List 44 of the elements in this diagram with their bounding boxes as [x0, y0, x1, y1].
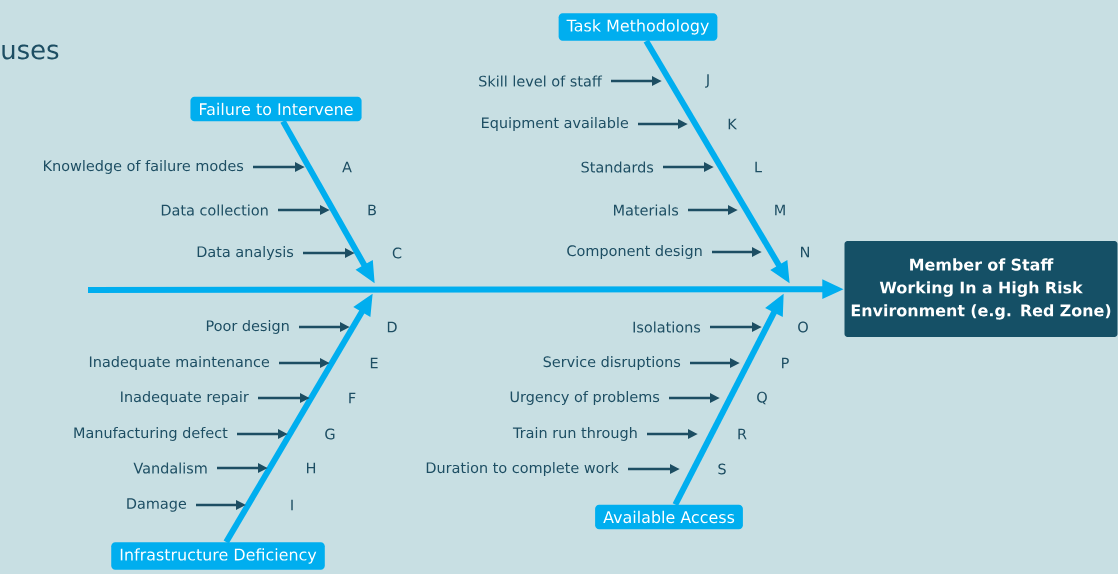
cause-label: Damage: [127, 498, 187, 512]
letter-label: A: [342, 161, 352, 173]
cause-label: Poor design: [206, 320, 289, 334]
letter-label: O: [798, 321, 808, 333]
cause-label: Data collection: [161, 204, 268, 216]
letter-label: S: [718, 463, 726, 475]
category-box: Failure to Intervene: [190, 96, 362, 122]
letter-label: D: [387, 321, 397, 333]
cause-label: Inadequate repair: [121, 391, 249, 405]
letter-label: G: [325, 428, 335, 440]
letter-label: I: [291, 499, 293, 511]
cause-label: Equipment available: [482, 117, 629, 131]
cause-label: Vandalism: [133, 462, 207, 474]
cause-label: Manufacturing defect: [74, 427, 228, 441]
letter-label: C: [392, 247, 402, 259]
letter-label: E: [370, 357, 378, 369]
cause-label: Isolations: [633, 321, 701, 333]
letter-label: Q: [757, 391, 767, 405]
letter-label: K: [728, 118, 738, 130]
cause-label: Knowledge of failure modes: [44, 160, 244, 174]
cause-label: Train run through: [512, 427, 637, 441]
cause-label: Data analysis: [197, 246, 294, 260]
letter-label: R: [738, 428, 747, 440]
cause-label: Duration to complete work: [426, 462, 619, 476]
letter-label: M: [775, 204, 785, 216]
effect-box: Member of Staff Working In a High Risk Environment (e.g. Red Zone): [844, 241, 1118, 337]
cause-label: Component design: [567, 245, 702, 259]
cause-label: Inadequate maintenance: [89, 356, 270, 370]
category-box: Task Methodology: [558, 13, 718, 41]
letter-label: N: [801, 246, 809, 258]
letter-label: B: [368, 204, 376, 216]
category-box: Available Access: [595, 504, 743, 530]
cause-label: Materials: [614, 204, 679, 216]
letter-label: P: [782, 357, 789, 369]
heading: uses: [2, 44, 59, 60]
cause-label: Skill level of staff: [479, 75, 603, 87]
category-box: Infrastructure Deficiency: [111, 542, 325, 570]
cause-label: Urgency of problems: [510, 391, 660, 405]
cause-label: Service disruptions: [543, 356, 681, 370]
cause-label: Standards: [581, 161, 654, 173]
letter-label: J: [705, 74, 709, 88]
letter-label: F: [349, 392, 356, 404]
letter-label: H: [307, 462, 316, 474]
letter-label: L: [755, 161, 762, 173]
